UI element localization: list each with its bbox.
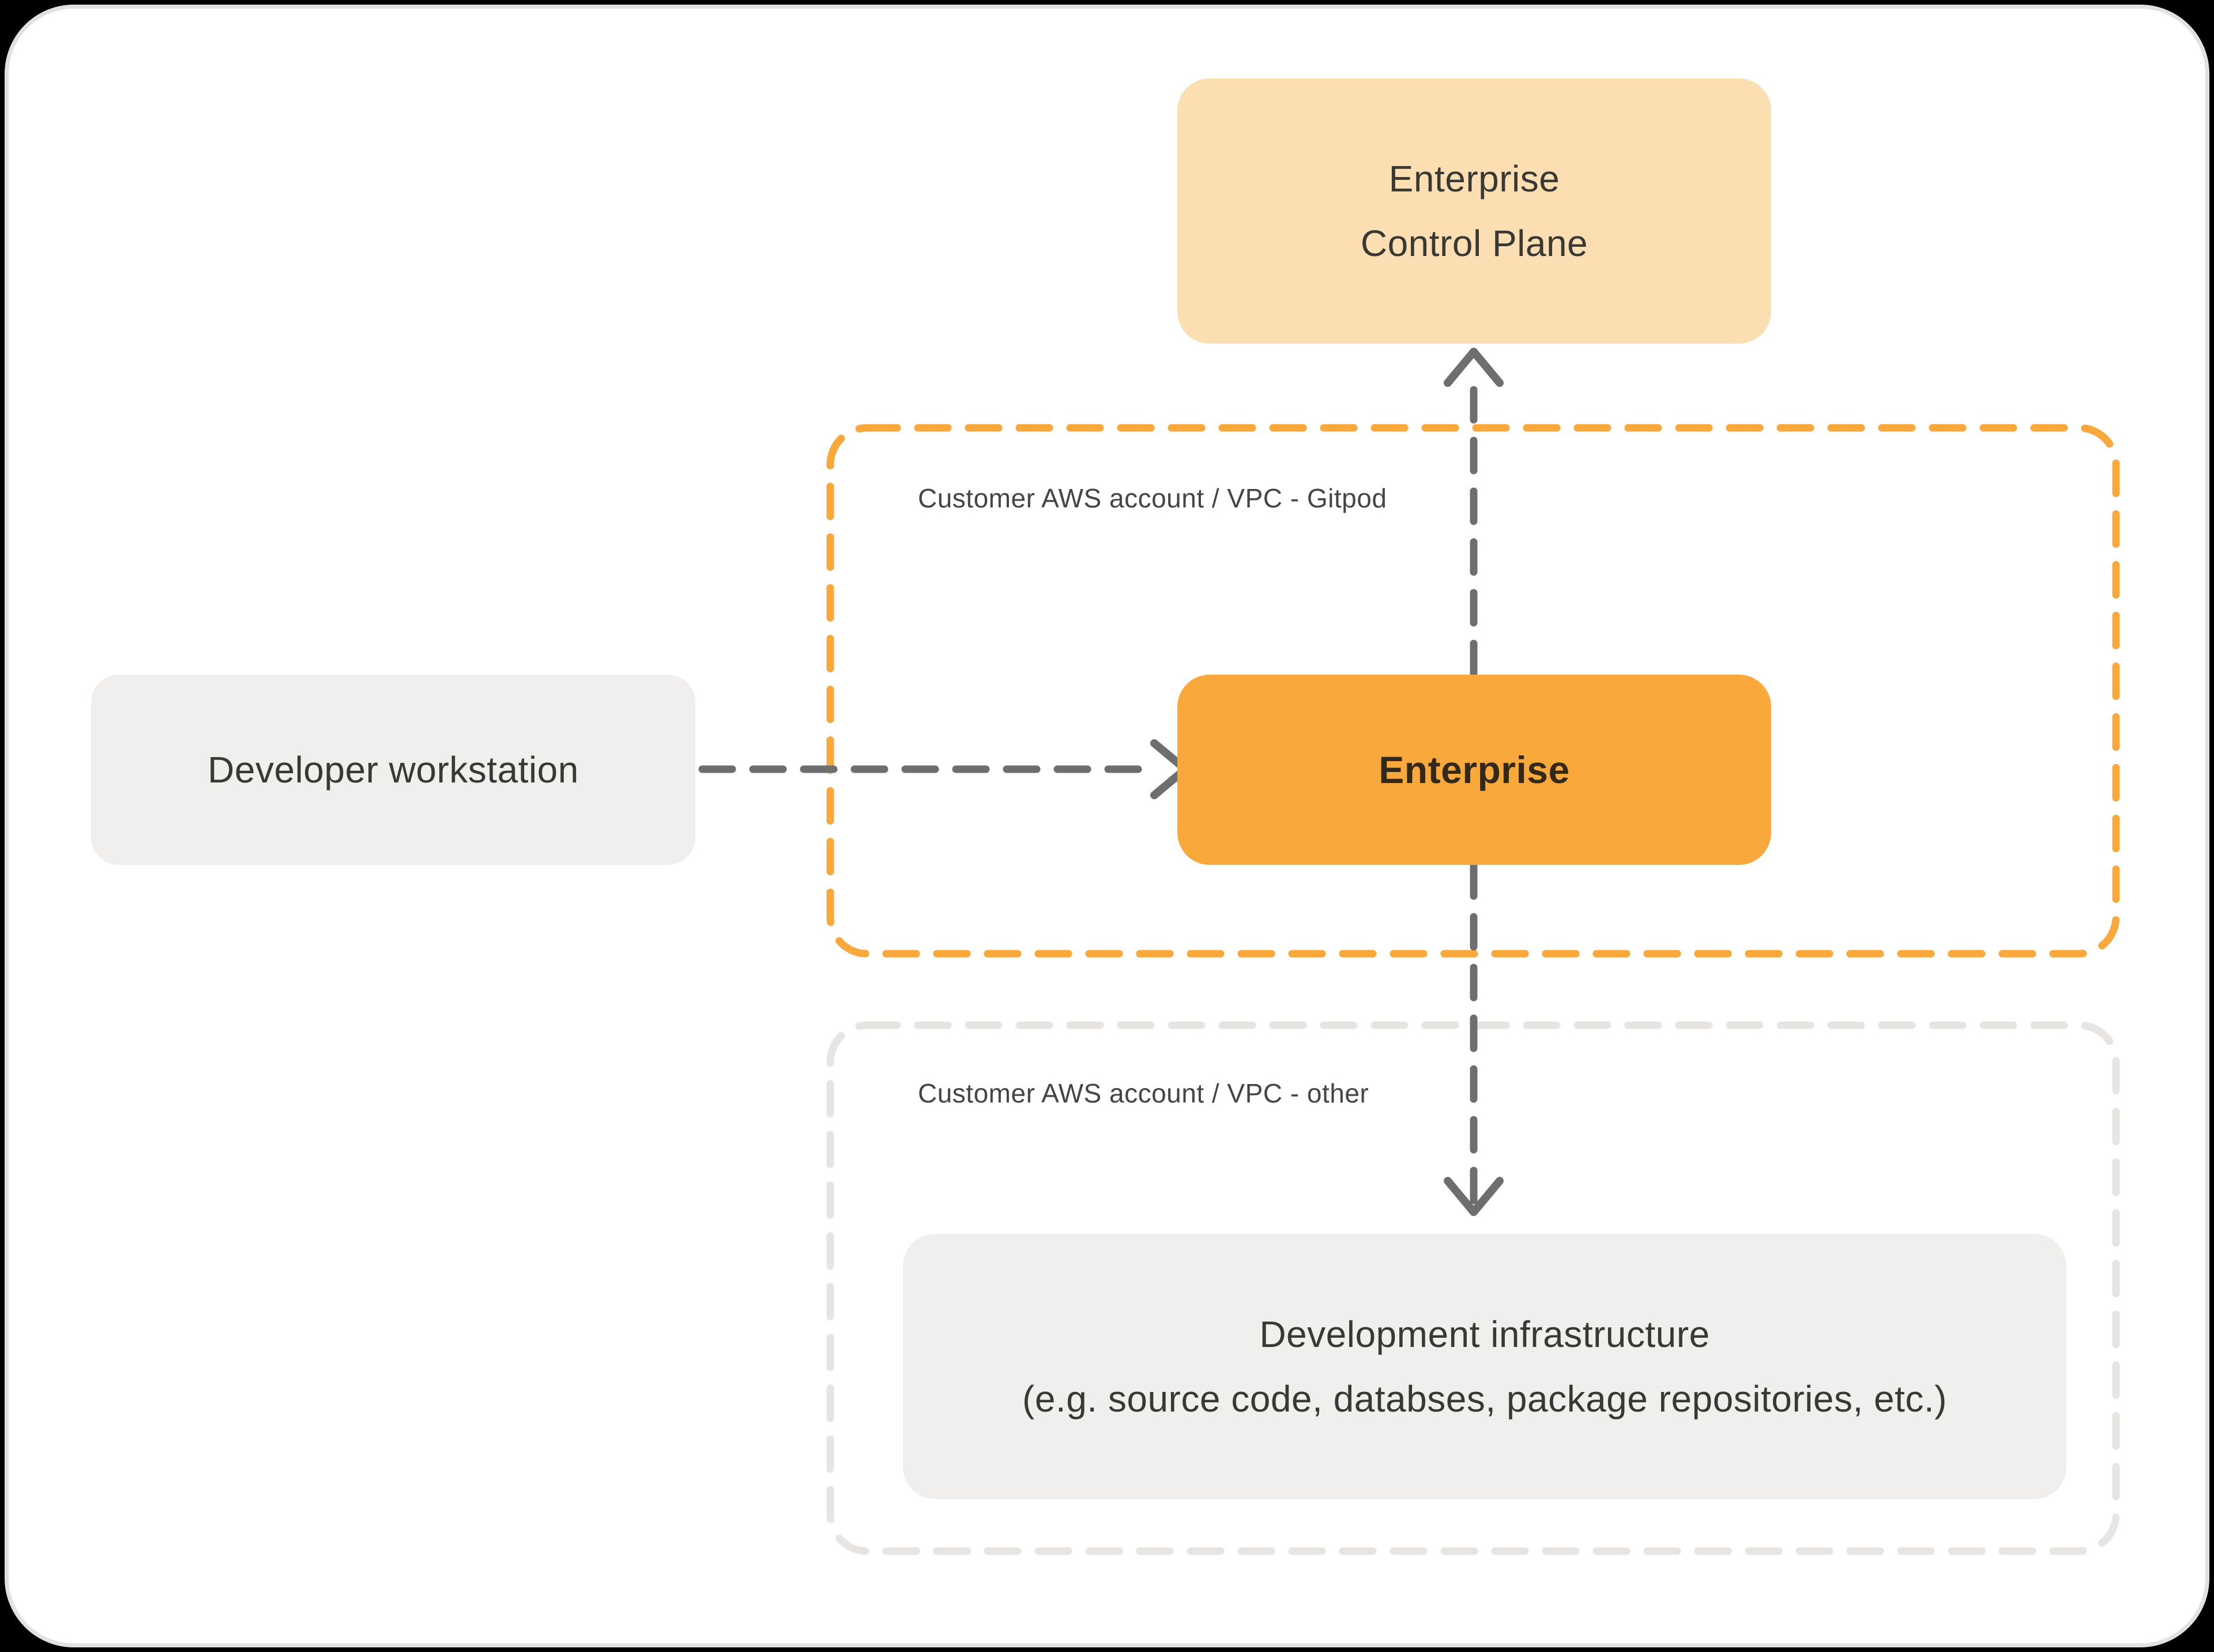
development-infrastructure-label: Development infrastructure (e.g. source …: [1022, 1314, 1947, 1420]
arrow-workstation-to-enterprise: [698, 739, 1189, 799]
enterprise-label: Enterprise: [1379, 748, 1570, 791]
arrowhead-down-icon: [1444, 1177, 1504, 1216]
enterprise-control-plane-box: Enterprise Control Plane: [1177, 78, 1771, 344]
arrow-enterprise-to-infrastructure: [1444, 862, 1504, 1216]
other-vpc-label: Customer AWS account / VPC - other: [918, 1078, 1369, 1108]
gitpod-vpc-label: Customer AWS account / VPC - Gitpod: [918, 483, 1387, 513]
development-infrastructure-box: Development infrastructure (e.g. source …: [903, 1234, 2066, 1499]
gitpod-vpc-boundary: [826, 424, 2120, 958]
arrowhead-up-icon: [1444, 348, 1504, 387]
enterprise-control-plane-label: Enterprise Control Plane: [1360, 158, 1588, 264]
developer-workstation-box: Developer workstation: [91, 675, 695, 865]
enterprise-box: Enterprise: [1177, 675, 1771, 865]
arrow-enterprise-to-control-plane: [1444, 348, 1504, 678]
developer-workstation-label: Developer workstation: [208, 749, 579, 791]
